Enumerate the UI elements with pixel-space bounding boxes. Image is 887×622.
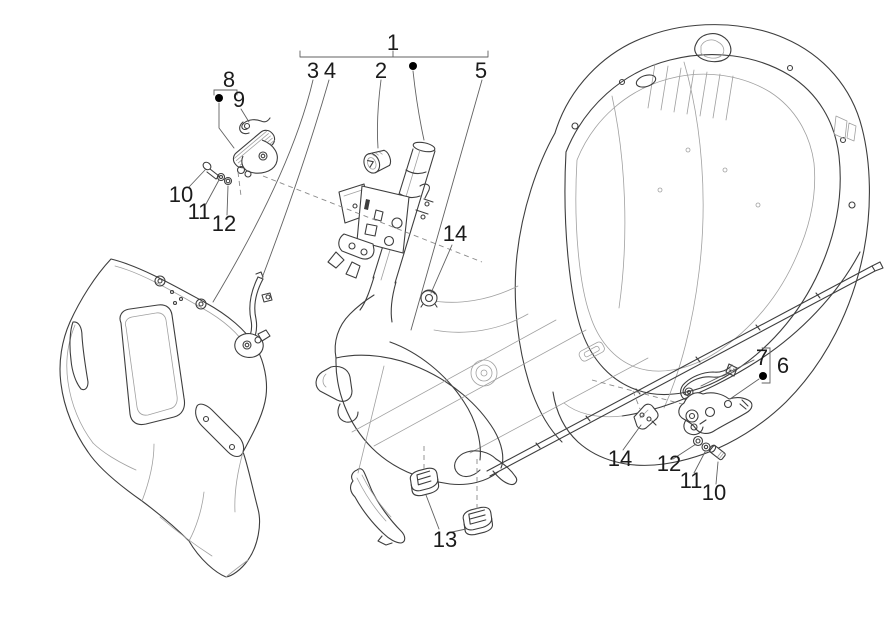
floor-cover-piece: [350, 468, 406, 546]
callout-4: 4: [324, 58, 336, 83]
callout-11-right: 11: [680, 468, 703, 493]
rubber-block-part: [462, 506, 494, 536]
callout-10-right: 10: [702, 480, 726, 505]
lock-assembly-part: [202, 117, 278, 186]
latch-assembly-part: [633, 363, 753, 461]
group-bracket-6: [761, 347, 771, 384]
callout-9: 9: [233, 87, 245, 112]
callout-11-left: 11: [188, 199, 211, 224]
projection-lines: [237, 171, 683, 509]
grommet-part: [420, 289, 438, 308]
steering-column-drawing: [327, 141, 436, 323]
callout-12-left: 12: [212, 211, 236, 236]
trim-strip-part: [234, 271, 273, 358]
group-bullet-marker: [759, 372, 767, 380]
callout-6: 6: [777, 353, 789, 378]
group-bracket-8: [213, 89, 238, 96]
callout-labels: 1 3 4 2 5 8 9 10 11 12 14 13 7 6 14 12 1…: [169, 30, 789, 552]
group-bracket-1: [299, 50, 489, 58]
callout-14-right: 14: [608, 446, 632, 471]
frame-body-drawing: [469, 24, 884, 477]
bushing-part: [363, 149, 392, 174]
callout-12-right: 12: [657, 451, 681, 476]
callout-3: 3: [307, 58, 319, 83]
callout-2: 2: [375, 58, 387, 83]
callout-7: 7: [756, 345, 768, 370]
callout-8: 8: [223, 67, 235, 92]
rubber-block-part: [409, 467, 440, 497]
floor-frame-drawing: [315, 285, 605, 486]
callout-10-left: 10: [169, 182, 193, 207]
callout-leader-lines: [188, 50, 771, 533]
callout-14-center: 14: [443, 221, 467, 246]
group-bullet-marker: [215, 94, 223, 102]
group-bullet-marker: [409, 62, 417, 70]
callout-5: 5: [475, 58, 487, 83]
leg-shield-drawing: [59, 258, 268, 578]
callout-1: 1: [387, 30, 399, 55]
callout-13: 13: [433, 527, 457, 552]
